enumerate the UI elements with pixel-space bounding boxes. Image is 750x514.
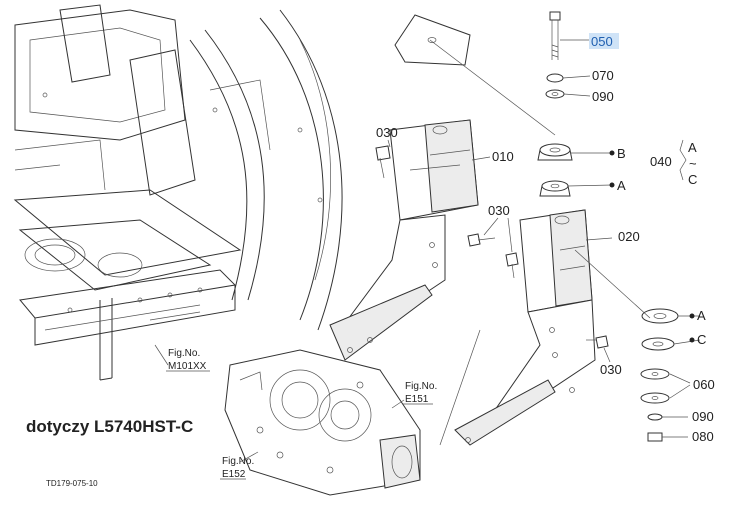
part-090-label-top[interactable]: 090 <box>592 89 614 104</box>
part-030-label-c[interactable]: 030 <box>600 362 622 377</box>
part-020-label[interactable]: 020 <box>618 229 640 244</box>
fig-ref-number: E151 <box>405 394 429 405</box>
connection-letter-a-lower: A <box>697 308 706 323</box>
leader-lines <box>154 39 701 463</box>
applies-to-note: dotyczy L5740HST-C <box>26 417 193 436</box>
lower-mount-stack <box>574 249 679 442</box>
drawing-code: TD179-075-10 <box>46 479 98 488</box>
group-040-bottom-letter: C <box>688 172 697 187</box>
connection-letter-b: B <box>617 146 626 161</box>
part-030-label-b[interactable]: 030 <box>488 203 510 218</box>
group-040-top-letter: A <box>688 140 697 155</box>
connection-letter-c: C <box>697 332 706 347</box>
part-070-label[interactable]: 070 <box>592 68 614 83</box>
transmission-housing-drawing <box>224 349 421 496</box>
fig-ref-label: Fig.No. <box>222 456 254 467</box>
part-030-label-a[interactable]: 030 <box>376 125 398 140</box>
part-060-label[interactable]: 060 <box>693 377 715 392</box>
part-040-label[interactable]: 040 <box>650 154 672 169</box>
part-050-text: 050 <box>591 34 613 49</box>
fig-ref-label: Fig.No. <box>405 381 437 392</box>
applies-to-backdrop <box>22 412 212 438</box>
bolt-050-stack <box>545 11 565 99</box>
connector-dots <box>609 150 695 343</box>
part-080-label[interactable]: 080 <box>692 429 714 444</box>
tractor-frame-drawing <box>13 4 343 381</box>
rubber-mounts-upper <box>537 143 573 197</box>
part-090-label-bottom[interactable]: 090 <box>692 409 714 424</box>
connection-letter-a-upper: A <box>617 178 626 193</box>
fig-ref-number: E152 <box>222 469 246 480</box>
fig-ref-e152[interactable]: Fig.No. E152 <box>220 456 254 480</box>
fig-ref-number: M101XX <box>168 361 207 372</box>
bolt-030-drawings <box>375 145 609 349</box>
group-040-tilde: ~ <box>689 156 697 171</box>
part-010-label[interactable]: 010 <box>492 149 514 164</box>
fig-ref-label: Fig.No. <box>168 348 200 359</box>
fig-ref-e151[interactable]: Fig.No. E151 <box>403 381 437 405</box>
bracket-020 <box>454 209 596 446</box>
fig-ref-m101xx[interactable]: Fig.No. M101XX <box>166 348 210 372</box>
part-050-label[interactable]: 050 <box>589 33 619 49</box>
top-mounting-plate <box>394 14 556 136</box>
bracket-010 <box>329 119 479 361</box>
